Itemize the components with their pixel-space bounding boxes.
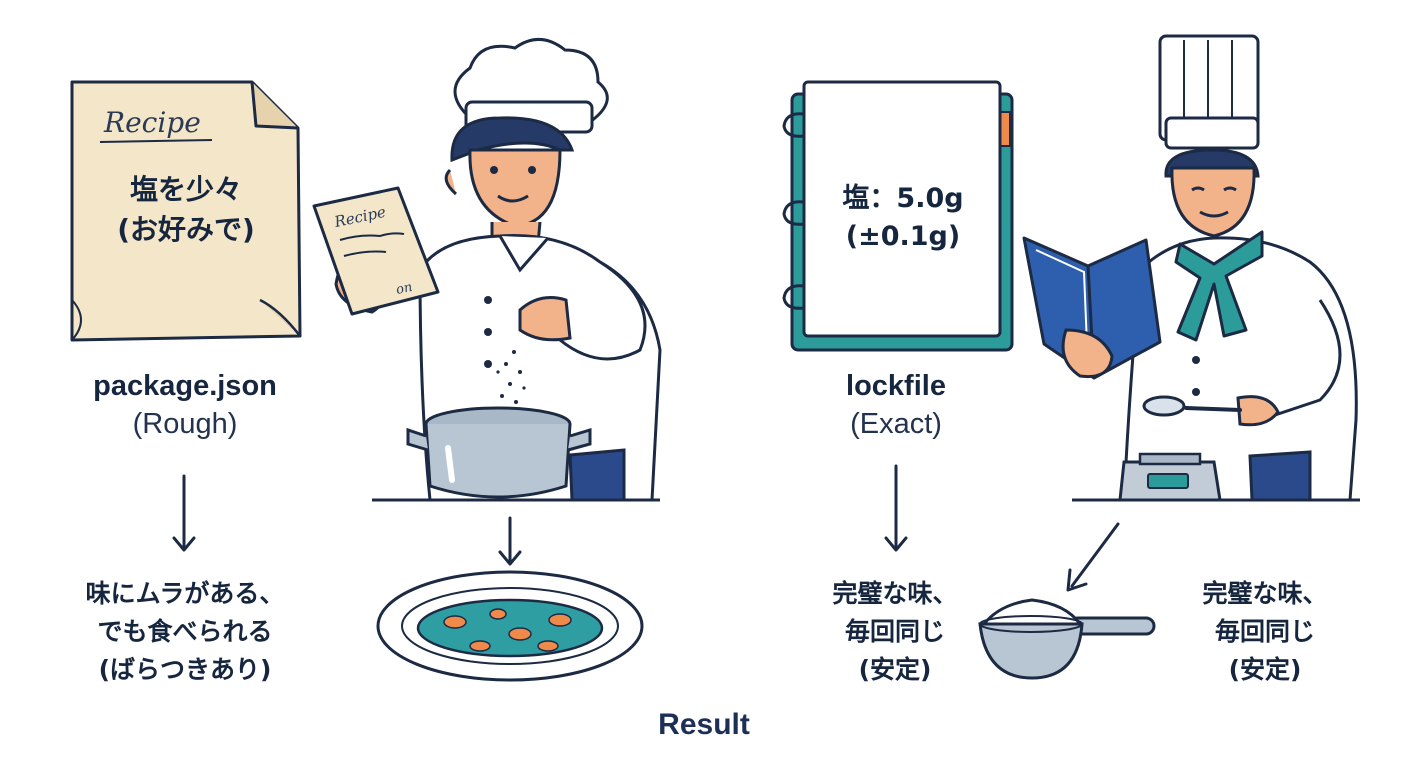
outcome-exact-right-line-3: (安定) [1228, 655, 1302, 684]
arrow-right-outcome [884, 464, 908, 552]
file-title-lockfile: lockfile [846, 370, 946, 402]
paper-script-label: Recipe [104, 106, 201, 139]
paper-line-1: 塩を少々 [129, 173, 242, 206]
recipe-paper [70, 80, 302, 342]
outcome-exact-right-line-1: 完璧な味、 [1202, 579, 1328, 608]
paper-line-2: (お好みで) [117, 213, 255, 246]
outcome-rough-line-1: 味にムラがある、 [85, 579, 285, 608]
recipe-card [312, 186, 440, 316]
spec-notebook [782, 80, 1014, 352]
outcome-exact-left-line-3: (安定) [858, 655, 932, 684]
soup-bowl [376, 570, 644, 682]
arrows [172, 464, 1120, 592]
arrow-left-outcome [172, 474, 196, 552]
file-title-package-json: package.json [93, 370, 277, 402]
chef-exact [1022, 34, 1358, 502]
arrow-right-scoop [1066, 522, 1120, 592]
outcome-exact-right-line-2: 毎回同じ [1214, 617, 1315, 646]
arrow-left-bowl [498, 516, 522, 566]
file-subtitle-rough: (Rough) [132, 408, 238, 440]
cooking-pot [406, 406, 592, 499]
outcome-rough-line-2: でも食べられる [97, 617, 273, 646]
notebook-line-1: 塩：5.0g [842, 183, 964, 214]
notebook-line-2: (±0.1g) [845, 221, 961, 252]
file-subtitle-exact: (Exact) [850, 408, 942, 440]
outcome-rough-line-3: (ばらつきあり) [98, 655, 272, 684]
result-label: Result [658, 708, 750, 741]
measuring-scoop [978, 598, 1156, 680]
outcome-exact-left-line-2: 毎回同じ [844, 617, 945, 646]
outcome-exact-left-line-1: 完璧な味、 [832, 579, 958, 608]
